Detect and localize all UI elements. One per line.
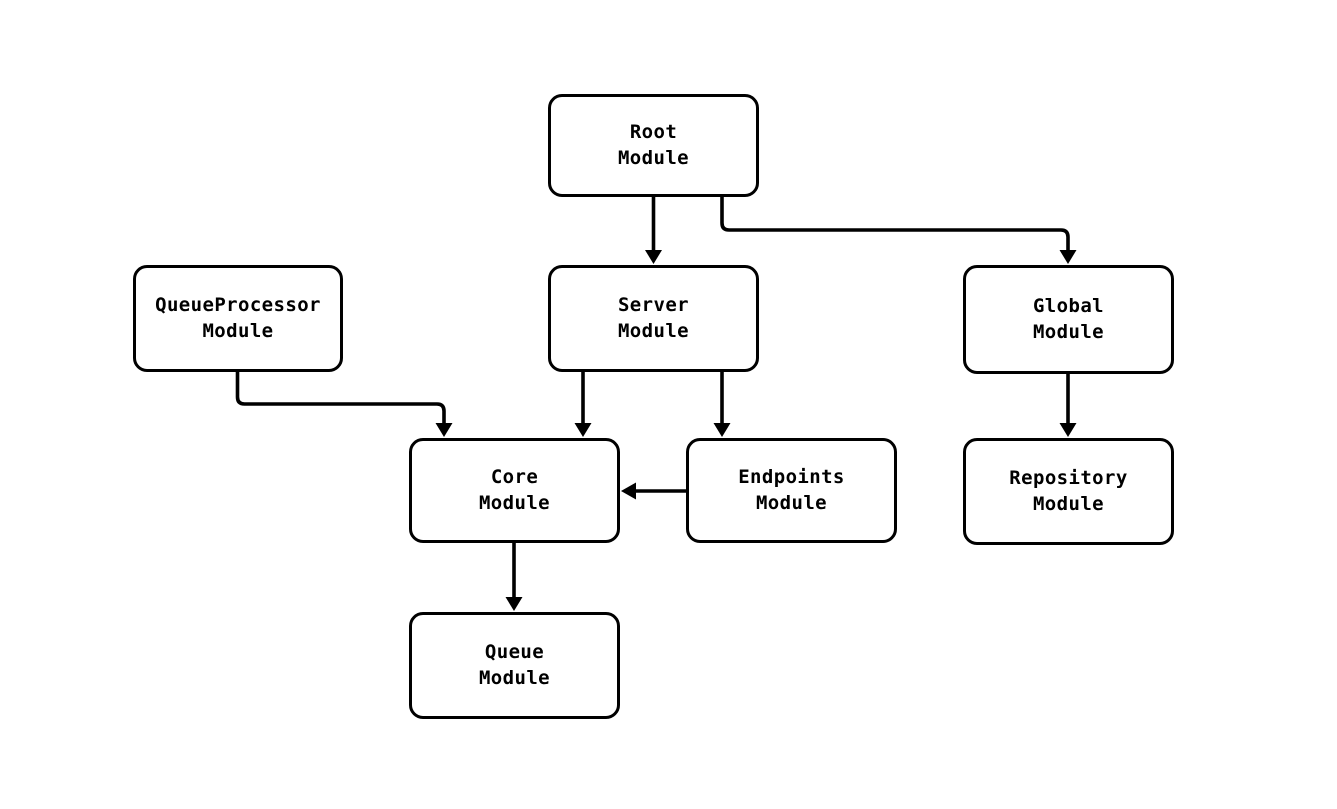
node-server[interactable]: Server Module [548, 265, 759, 372]
node-core[interactable]: Core Module [409, 438, 620, 543]
node-queue[interactable]: Queue Module [409, 612, 620, 719]
edge-root-to-server-head [645, 250, 662, 264]
edge-global-to-repository-head [1059, 423, 1077, 437]
node-global-label: Global Module [1032, 295, 1105, 343]
node-endpoints[interactable]: Endpoints Module [686, 438, 897, 543]
node-root-label: Root Module [617, 121, 690, 169]
edge-core-to-queue-head [505, 597, 523, 611]
edge-server-to-core-head [574, 423, 592, 437]
node-queue-label: Queue Module [478, 641, 551, 689]
node-global[interactable]: Global Module [963, 265, 1174, 374]
edge-server-to-endpoints-head [713, 423, 731, 437]
node-root[interactable]: Root Module [548, 94, 759, 197]
node-queueprocessor-label: QueueProcessor Module [155, 294, 321, 342]
edge-endpoints-to-core-head [621, 482, 636, 500]
edge-root-to-global-head [1059, 250, 1077, 264]
node-queueprocessor[interactable]: QueueProcessor Module [133, 265, 343, 372]
edge-root-to-global [720, 197, 1070, 252]
node-core-label: Core Module [478, 466, 551, 514]
edge-queueprocessor-to-core [235, 372, 446, 425]
node-repository-label: Repository Module [1009, 467, 1128, 515]
edge-queueprocessor-to-core-head [435, 423, 453, 437]
node-repository[interactable]: Repository Module [963, 438, 1174, 545]
node-server-label: Server Module [617, 294, 690, 342]
node-endpoints-label: Endpoints Module [738, 466, 845, 514]
